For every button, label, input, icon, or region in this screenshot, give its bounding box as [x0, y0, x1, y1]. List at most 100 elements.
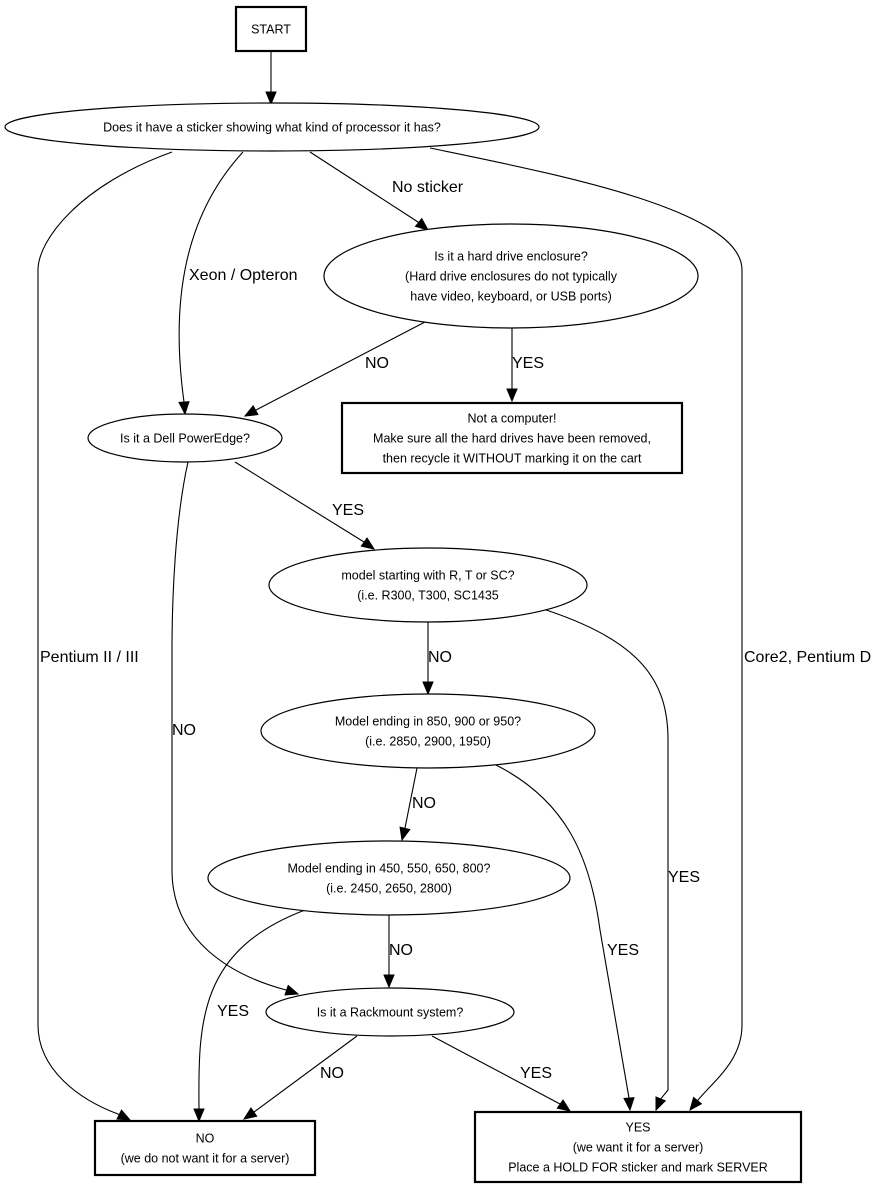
- edge-start-to-sticker: [265, 52, 277, 106]
- node-box: [473, 1110, 803, 1184]
- node-not-computer: Not a computer! Make sure all the hard dr…: [340, 401, 684, 475]
- node-box: [340, 401, 684, 475]
- node-label: model starting with R, T or SC?: [341, 569, 514, 583]
- edge-sticker-to-yes_result: [429, 147, 743, 1112]
- edge-line: [198, 909, 306, 1110]
- arrowhead-icon: [623, 1097, 635, 1112]
- edge-label: Xeon / Opteron: [189, 267, 298, 284]
- node-poweredge: Is it a Dell PowerEdge?: [87, 413, 283, 463]
- node-ellipse: [87, 413, 283, 463]
- node-label: (Hard drive enclosures do not typically: [405, 270, 618, 284]
- arrowhead-icon: [265, 91, 277, 106]
- node-label: NO: [196, 1132, 215, 1146]
- node-label: (we do not want it for a server): [121, 1152, 290, 1166]
- edge-label: YES: [520, 1065, 552, 1082]
- node-box: [234, 5, 308, 53]
- edges-layer: [37, 52, 743, 1123]
- edge-label: NO: [320, 1065, 344, 1082]
- edge-poweredge-to-rtsc: [234, 461, 376, 550]
- arrowhead-icon: [399, 826, 411, 842]
- edge-label: NO: [412, 795, 436, 812]
- node-rtsc: model starting with R, T or SC? (i.e. R30…: [268, 547, 588, 623]
- node-label: Is it a hard drive enclosure?: [434, 250, 588, 264]
- edge-rtsc-to-m850: [422, 622, 434, 696]
- arrowhead-icon: [193, 1108, 205, 1123]
- node-label: START: [251, 23, 291, 37]
- edge-sticker-to-enclosure: [309, 151, 430, 231]
- node-m450: Model ending in 450, 550, 650, 800? (i.e.…: [207, 840, 571, 916]
- node-label: Model ending in 850, 900 or 950?: [335, 715, 521, 729]
- edge-rtsc-to-yes_result: [539, 607, 669, 1112]
- edge-sticker-to-poweredge: [178, 151, 244, 416]
- node-ellipse: [4, 102, 540, 152]
- edge-line: [37, 151, 173, 1116]
- node-label: Place a HOLD FOR sticker and mark SERVER: [508, 1161, 768, 1175]
- edge-label: NO: [389, 942, 413, 959]
- node-label: (i.e. R300, T300, SC1435: [357, 589, 499, 603]
- arrowhead-icon: [383, 974, 395, 989]
- arrowhead-icon: [655, 1096, 667, 1112]
- node-ellipse: [207, 840, 571, 916]
- edge-label: YES: [607, 942, 639, 959]
- edge-m850-to-m450: [399, 767, 418, 842]
- arrowhead-icon: [178, 401, 190, 416]
- node-label: (i.e. 2450, 2650, 2800): [326, 882, 452, 896]
- edge-enclosure-to-not_computer: [506, 328, 518, 403]
- node-label: Is it a Rackmount system?: [317, 1006, 464, 1020]
- arrowhead-icon: [360, 537, 376, 550]
- edge-m450-to-rackmount: [383, 915, 395, 989]
- edge-poweredge-to-rackmount: [171, 461, 300, 996]
- edge-label: NO: [365, 355, 389, 372]
- arrowhead-icon: [243, 404, 259, 417]
- node-rackmount: Is it a Rackmount system?: [265, 987, 515, 1037]
- edge-label: YES: [668, 869, 700, 886]
- arrowhead-icon: [116, 1109, 132, 1121]
- edge-label: NO: [172, 722, 196, 739]
- edge-sticker-to-no_result: [37, 151, 173, 1121]
- node-ellipse: [323, 223, 699, 329]
- edge-label: Core2, Pentium D: [744, 649, 871, 666]
- node-label: Model ending in 450, 550, 650, 800?: [288, 862, 491, 876]
- node-label: (we want it for a server): [573, 1141, 704, 1155]
- edge-enclosure-to-poweredge: [243, 321, 426, 417]
- edge-line: [254, 321, 426, 412]
- node-no-result: NO (we do not want it for a server): [93, 1119, 317, 1177]
- edge-label: YES: [217, 1003, 249, 1020]
- edge-line: [171, 461, 288, 991]
- node-label: have video, keyboard, or USB ports): [410, 290, 612, 304]
- arrowhead-icon: [689, 1096, 703, 1112]
- edge-rackmount-to-no_result: [242, 1035, 358, 1120]
- edge-label: YES: [332, 502, 364, 519]
- node-ellipse: [268, 547, 588, 623]
- arrowhead-icon: [242, 1107, 258, 1120]
- arrowhead-icon: [506, 388, 518, 403]
- edge-m850-to-yes_result: [495, 764, 635, 1112]
- arrowhead-icon: [414, 217, 430, 231]
- arrowhead-icon: [556, 1099, 572, 1112]
- node-label: then recycle it WITHOUT marking it on th…: [383, 452, 642, 466]
- edge-rackmount-to-yes_result: [431, 1035, 572, 1112]
- edge-line: [429, 147, 743, 1102]
- edge-label: NO: [428, 649, 452, 666]
- node-label: Not a computer!: [468, 412, 557, 426]
- node-yes-result: YES (we want it for a server) Place a HOLD…: [473, 1110, 803, 1184]
- edge-line: [495, 764, 630, 1100]
- edge-line: [539, 607, 669, 1100]
- nodes-layer: START Does it have a sticker showing what…: [4, 5, 803, 1184]
- edge-label: No sticker: [392, 179, 464, 196]
- node-start: START: [234, 5, 308, 53]
- edge-line: [178, 151, 244, 404]
- node-label: YES: [625, 1121, 650, 1135]
- arrowhead-icon: [284, 984, 300, 996]
- node-enclosure: Is it a hard drive enclosure? (Hard drive…: [323, 223, 699, 329]
- edge-label: YES: [512, 355, 544, 372]
- node-ellipse: [265, 987, 515, 1037]
- edge-label: Pentium II / III: [40, 649, 139, 666]
- node-label: Does it have a sticker showing what kind…: [103, 121, 441, 135]
- node-box: [93, 1119, 317, 1177]
- arrowhead-icon: [422, 681, 434, 696]
- node-label: Make sure all the hard drives have been …: [373, 432, 651, 446]
- node-m850: Model ending in 850, 900 or 950?(i.e. 28…: [260, 693, 596, 769]
